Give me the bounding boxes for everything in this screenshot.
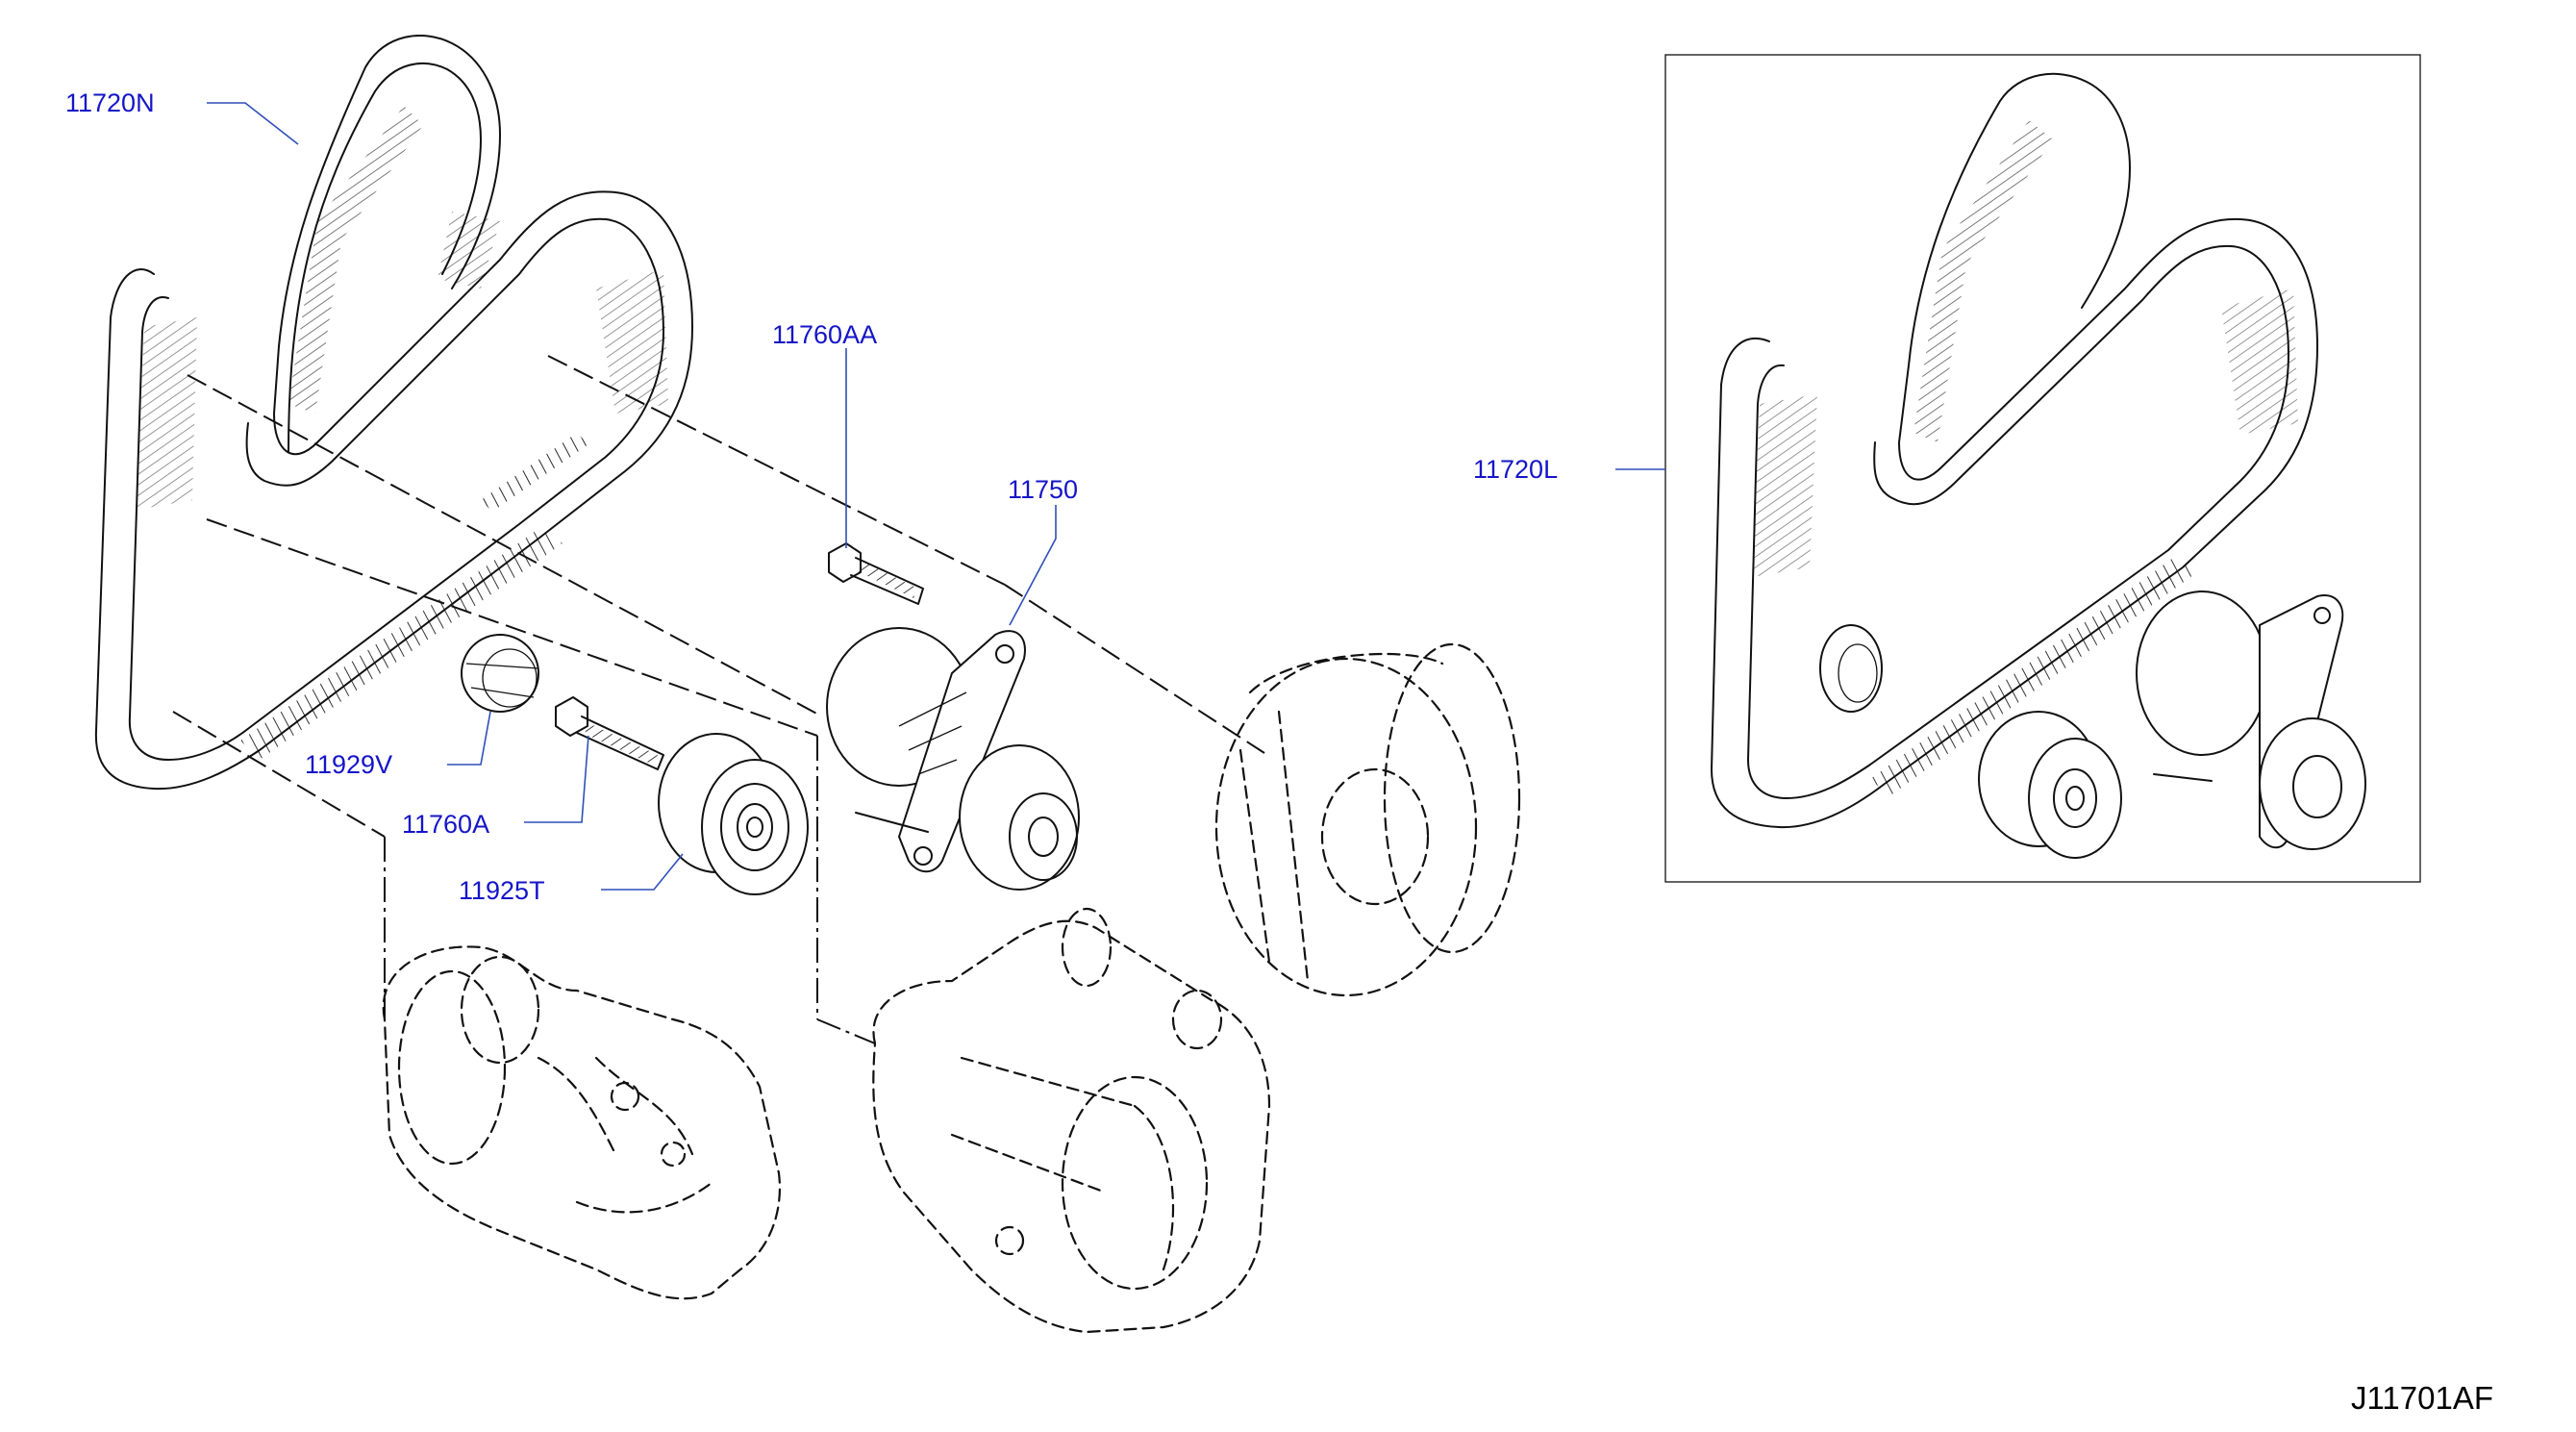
tensioner-11750 [826, 627, 1080, 891]
bolt-11760a [555, 696, 664, 770]
bolt-11760aa [828, 542, 924, 605]
callout-11720l: 11720L [1473, 455, 1558, 484]
alternator-phantom [872, 907, 1271, 1334]
kit-idler-cover [1819, 624, 1883, 713]
ac-compressor-phantom [382, 945, 781, 1300]
callout-11925t: 11925T [459, 876, 545, 905]
callout-11720n: 11720N [65, 88, 155, 117]
crank-pulley-phantom [1214, 642, 1521, 997]
callout-11929v: 11929V [305, 750, 392, 779]
leader-lines [207, 102, 1665, 891]
idler-cover-11929v [461, 634, 539, 713]
idler-pulley-11925t [658, 733, 809, 895]
callout-11750: 11750 [1008, 475, 1078, 504]
kit-box-11720l [1664, 54, 2421, 883]
kit-tensioner [2136, 590, 2366, 850]
callout-11760aa: 11760AA [772, 320, 877, 349]
kit-belt [1711, 72, 2318, 829]
kit-idler-pulley [1978, 711, 2122, 859]
alignment-lines [172, 355, 1265, 1044]
belt-11720n [94, 35, 693, 791]
callout-labels: 11720N 11760AA 11750 11720L 11929V 11760… [65, 88, 1558, 905]
diagram-id-label: J11701AF [2351, 1380, 2493, 1416]
callout-11760a: 11760A [402, 810, 489, 839]
